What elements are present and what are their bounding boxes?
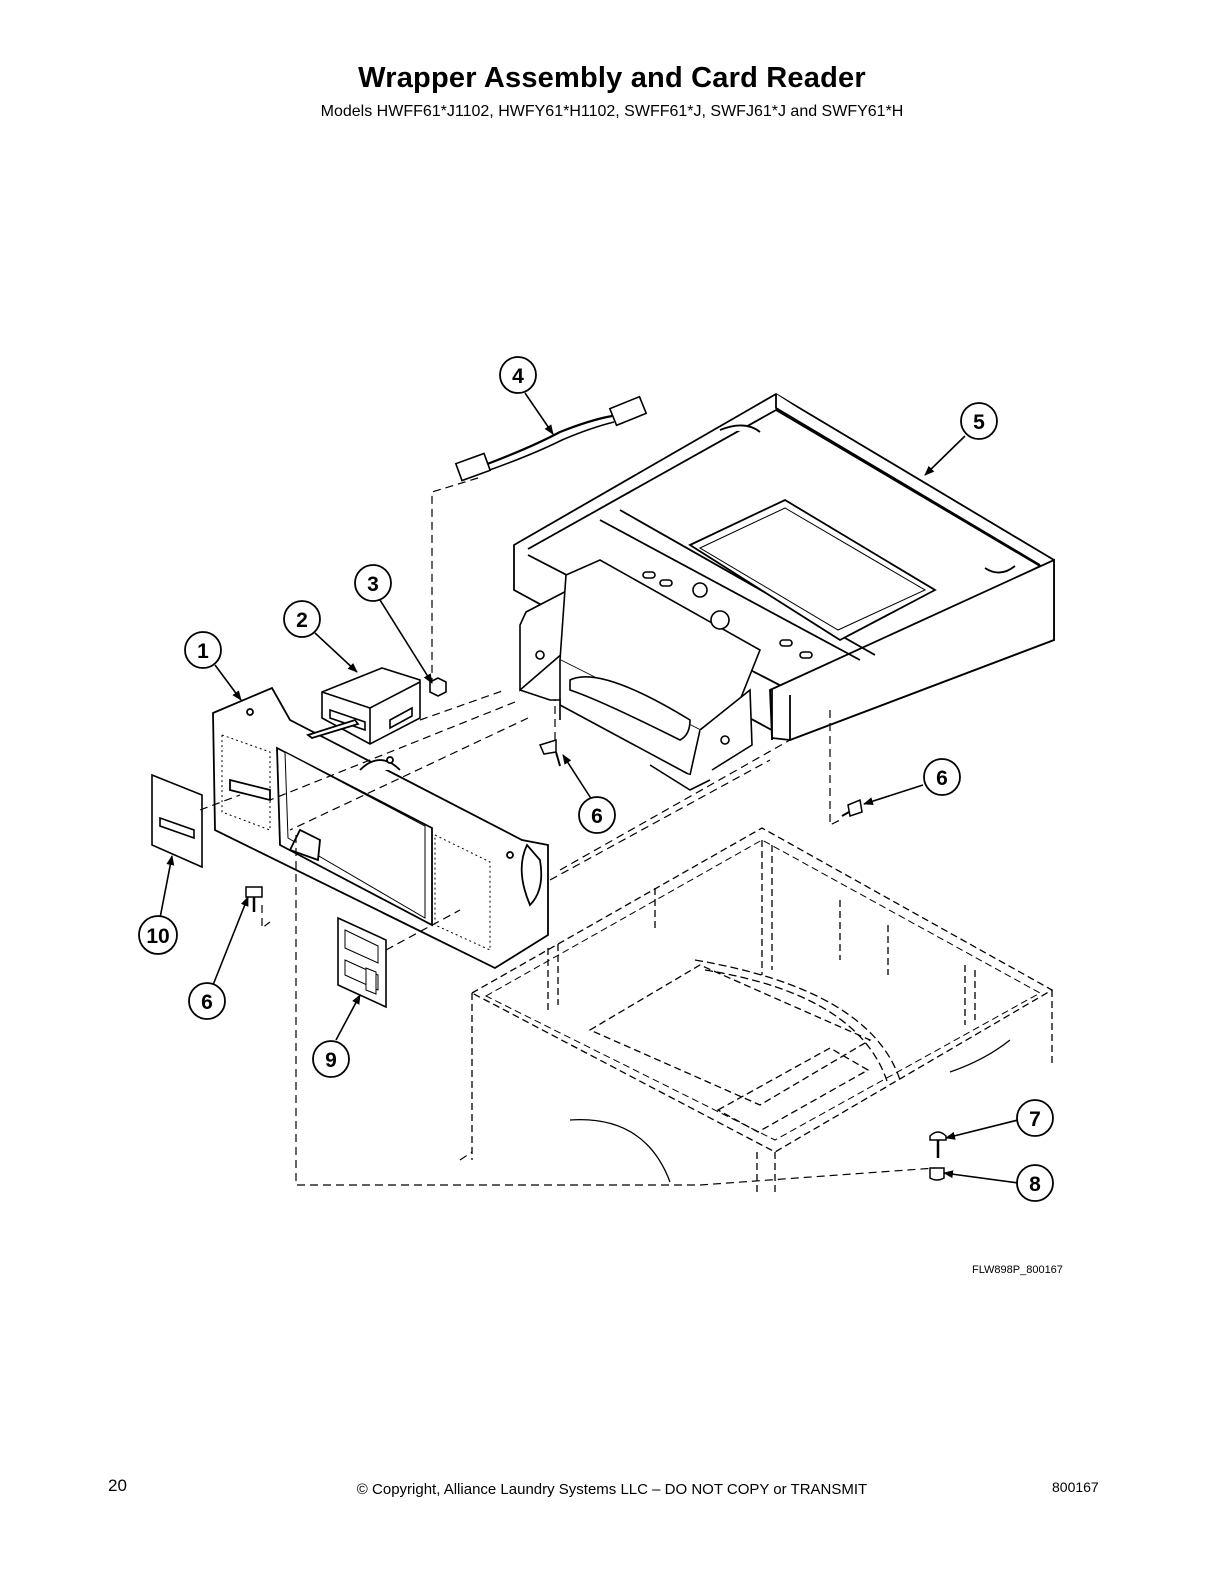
callout-7: 7 [1016,1099,1054,1137]
callout-2: 2 [283,600,321,638]
callout-9: 9 [312,1040,350,1078]
callout-1: 1 [184,631,222,669]
card-reader-module [321,667,421,745]
assembly-guide-lines [199,477,936,1186]
callout-5: 5 [960,402,998,440]
callout-3-label: 3 [367,573,379,596]
copyright-notice: © Copyright, Alliance Laundry Systems LL… [356,1481,868,1498]
wire-harness [454,395,648,482]
page-title: Wrapper Assembly and Card Reader [358,62,866,94]
panel-insert-outlines [221,734,491,951]
callout-10: 10 [138,915,178,955]
callout-6-label: 6 [936,767,948,790]
drum-opening-arcs [569,959,1011,1183]
callout-6-left: 6 [188,982,226,1020]
callout-3: 3 [354,564,392,602]
screws [245,738,947,1181]
card-reader-bracket [519,559,813,791]
callout-6-label: 6 [591,805,603,828]
document-number: 800167 [1052,1479,1099,1495]
nut [429,677,447,697]
cabinet-top-dashed [470,827,1054,1195]
callout-4-label: 4 [512,365,524,388]
callout-10-label: 10 [146,925,169,948]
instruction-label [337,916,387,1009]
callout-7-label: 7 [1029,1108,1041,1131]
page-number: 20 [108,1476,127,1495]
callout-6-label: 6 [201,991,213,1014]
callout-6-right: 6 [923,758,961,796]
front-panel [212,686,549,970]
callout-5-label: 5 [973,411,985,434]
figure-code: FLW898P_800167 [972,1264,1063,1276]
callout-9-label: 9 [325,1049,337,1072]
callout-6-center: 6 [578,796,616,834]
card-reader-bezel [151,773,203,869]
page-subtitle: Models HWFF61*J1102, HWFY61*H1102, SWFF6… [320,103,904,120]
callout-8: 8 [1016,1164,1054,1202]
callout-8-label: 8 [1029,1173,1041,1196]
callout-1-label: 1 [197,640,209,663]
callout-4: 4 [499,356,537,394]
callout-2-label: 2 [296,609,308,632]
